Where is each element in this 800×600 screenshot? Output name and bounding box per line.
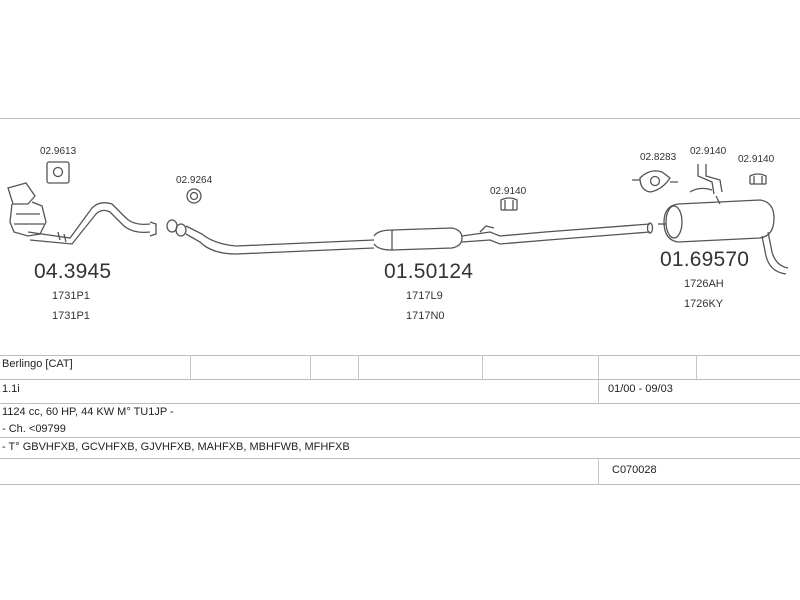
ref-code-cell: C070028 [612, 464, 657, 476]
table-rule-1 [0, 355, 800, 356]
table-col-sep-2 [310, 355, 311, 379]
table-col-sep-4 [482, 355, 483, 379]
types-cell: - T° GBVHFXB, GCVHFXB, GJVHFXB, MAHFXB, … [2, 441, 350, 453]
part1-ref-2: 1731P1 [52, 310, 90, 322]
hanger-02-9140-rear-b-label: 02.9140 [738, 154, 775, 165]
rear-silencer-drawing [658, 195, 789, 275]
table-rule-3 [0, 403, 800, 404]
engine-cell: 1.1i [2, 383, 20, 395]
top-rule [0, 118, 800, 119]
catalytic-converter-drawing [7, 182, 157, 245]
chassis-cell: - Ch. <09799 [2, 423, 66, 435]
part1-ref-1: 1731P1 [52, 290, 90, 302]
gasket-02-9264-label: 02.9264 [176, 175, 213, 186]
details-cell: 1124 cc, 60 HP, 44 KW M° TU1JP - [2, 406, 174, 418]
clamp-02-9613-drawing [46, 161, 70, 184]
part2-ref-2: 1717N0 [406, 310, 445, 322]
hanger-02-9140-rear-a-label: 02.9140 [690, 146, 727, 157]
part3-ref-1: 1726AH [684, 278, 724, 290]
table-col-sep-1 [190, 355, 191, 379]
part2-ref-1: 1717L9 [406, 290, 443, 302]
part-code-04-3945: 04.3945 [34, 260, 112, 283]
table-col-sep-7 [598, 458, 599, 484]
rubber-mount-02-8283-label: 02.8283 [640, 152, 677, 163]
table-rule-5 [0, 458, 800, 459]
hanger-02-9140-rear-a-drawing [689, 164, 723, 195]
hanger-02-9140-rear-b-drawing [749, 173, 767, 185]
table-rule-4 [0, 437, 800, 438]
clamp-02-9613-label: 02.9613 [40, 146, 77, 157]
center-pipe-drawing [166, 219, 654, 255]
hanger-02-9140-center-label: 02.9140 [490, 186, 527, 197]
table-col-sep-3 [358, 355, 359, 379]
table-col-sep-6 [696, 355, 697, 379]
gasket-02-9264-drawing [186, 188, 202, 204]
hanger-02-9140-center-drawing [500, 197, 518, 211]
table-rule-2 [0, 379, 800, 380]
model-cell: Berlingo [CAT] [2, 358, 73, 370]
part-code-01-50124: 01.50124 [384, 260, 474, 283]
part3-ref-2: 1726KY [684, 298, 724, 310]
table-rule-6 [0, 484, 800, 485]
exhaust-parts-drawing [7, 161, 789, 275]
dates-cell: 01/00 - 09/03 [608, 383, 673, 395]
part-code-01-69570: 01.69570 [660, 248, 750, 271]
rubber-mount-02-8283-drawing [632, 170, 678, 193]
